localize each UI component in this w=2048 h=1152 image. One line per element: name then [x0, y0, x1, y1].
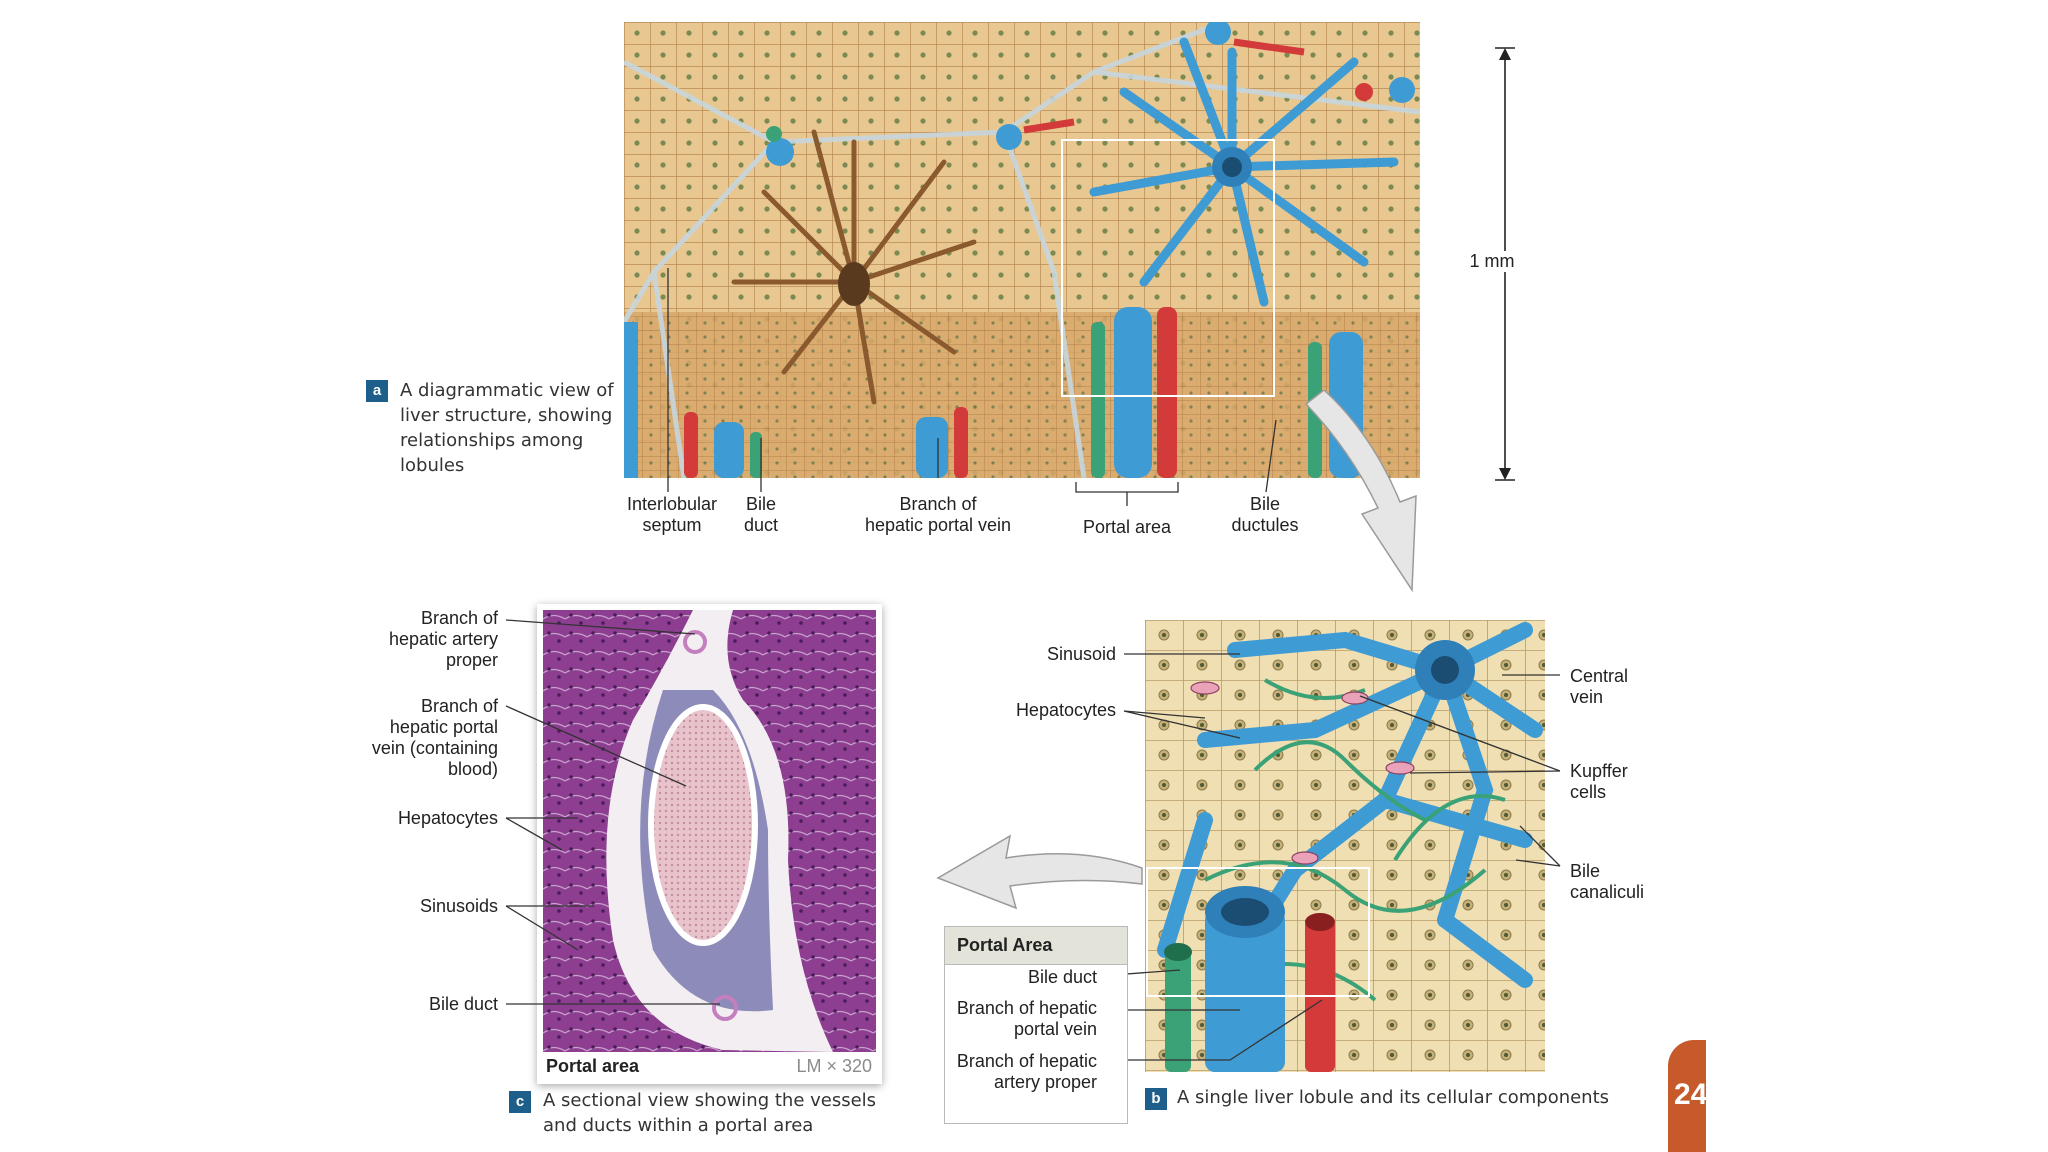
label-sinusoid: Sinusoid: [1046, 644, 1116, 664]
badge-b: b: [1145, 1088, 1167, 1110]
page-number: 24: [1674, 1078, 1706, 1111]
lobule-illustration: [1145, 620, 1545, 1072]
label-hepatocytes-c: Hepatocytes: [397, 808, 498, 828]
liver-lobules-illustration: [624, 22, 1420, 478]
photo-label: Portal area: [546, 1056, 640, 1076]
magnification-label: LM × 320: [796, 1056, 872, 1076]
arrow-to-section: [936, 834, 1143, 910]
scale-label: 1 mm: [1452, 251, 1532, 272]
micrograph-frame: Portal area LM × 320: [537, 604, 882, 1084]
label-bile-duct-c: Bile duct: [428, 994, 498, 1014]
badge-a: a: [366, 380, 388, 402]
arrow-to-lobule: [1304, 390, 1417, 593]
portal-area-legend-title: Portal Area: [945, 927, 1127, 965]
page-number-tab: 24: [1668, 1040, 1706, 1152]
badge-c: c: [509, 1091, 531, 1113]
label-hepatocytes-b: Hepatocytes: [1015, 700, 1116, 720]
caption-b: A single liver lobule and its cellular c…: [1177, 1087, 1610, 1108]
label-portal-area-a: Portal area: [1082, 517, 1172, 537]
legend-bile-duct: Bile duct: [1027, 967, 1097, 987]
label-sinusoids-c: Sinusoids: [419, 896, 498, 916]
portal-area-micrograph: [543, 610, 876, 1052]
